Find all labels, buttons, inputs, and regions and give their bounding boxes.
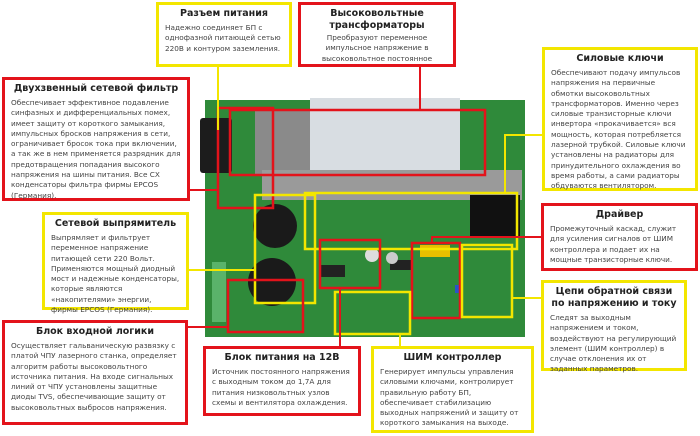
terminal-block (212, 262, 226, 322)
callout-filter: Двухзвенный сетевой фильтр Обеспечивает … (2, 77, 190, 201)
callout-rectifier: Сетевой выпрямитель Выпрямляет и фильтру… (42, 212, 189, 314)
callout-text: Обеспечивают подачу импульсов напряжения… (551, 68, 686, 191)
callout-feedback: Цепи обратной связи по напряжению и току… (541, 280, 687, 373)
capacitor (253, 204, 297, 248)
callout-title: Цепи обратной связи по напряжению и току (551, 286, 677, 309)
region-driver (410, 241, 462, 320)
callout-text: Выпрямляет и фильтрует переменное напряж… (51, 233, 180, 315)
region-rectifier (253, 193, 317, 305)
region-psu12 (318, 238, 382, 290)
chip (320, 265, 345, 277)
power-connector (200, 118, 232, 173)
capacitor (248, 258, 296, 306)
region-pwm (333, 290, 412, 336)
callout-text: Преобразуют переменное импульсное напряж… (321, 33, 433, 63)
capacitor-small (386, 252, 398, 264)
region-transformers (228, 108, 487, 177)
callout-title: Драйвер (595, 209, 644, 220)
chip (390, 260, 412, 270)
callout-title: Высоковольтные трансформаторы (329, 8, 425, 31)
region-feedback (460, 243, 514, 319)
callout-title: Разъем питания (179, 8, 268, 19)
callout-driver: Драйвер Промежуточный каскад, служит для… (541, 203, 698, 271)
heatsink-black (470, 195, 520, 237)
callout-title: Силовые ключи (576, 53, 664, 64)
region-logic (226, 278, 305, 334)
callout-power-connector: Разъем питания Надежно соединяет БП с од… (156, 2, 292, 67)
callout-pwm-controller: ШИМ контроллер Генерирует импульсы управ… (371, 346, 534, 433)
callout-title: ШИМ контроллер (403, 352, 502, 363)
callout-text: Обеспечивает эффективное подавление синф… (11, 98, 181, 200)
callout-psu-12v: Блок питания на 12В Источник постоянного… (203, 346, 361, 416)
callout-text: Источник постоянного напряжения с выходн… (212, 367, 350, 407)
driver-transformer (420, 245, 450, 257)
callout-title: Блок входной логики (35, 326, 155, 337)
callout-text: Генерирует импульсы управления силовыми … (380, 367, 519, 428)
callout-transformers: Высоковольтные трансформаторы Преобразую… (298, 2, 456, 67)
callout-title: Сетевой выпрямитель (54, 218, 177, 229)
callout-text: Промежуточный каскад, служит для усилени… (550, 224, 677, 264)
capacitor-small (365, 248, 379, 262)
callout-text: Следят за выходным напряжением и током, … (550, 313, 677, 374)
callout-input-logic: Блок входной логики Осуществляет гальван… (2, 320, 188, 425)
callout-title: Блок питания на 12В (224, 352, 340, 363)
callout-text: Осуществляет гальваническую развязку с п… (11, 341, 177, 412)
callout-power-keys: Силовые ключи Обеспечивают подачу импуль… (542, 47, 698, 191)
region-filter (216, 106, 275, 210)
transformer-left (255, 110, 310, 175)
callout-title: Двухзвенный сетевой фильтр (13, 83, 179, 94)
callout-text: Надежно соединяет БП с однофазной питающ… (165, 23, 281, 53)
